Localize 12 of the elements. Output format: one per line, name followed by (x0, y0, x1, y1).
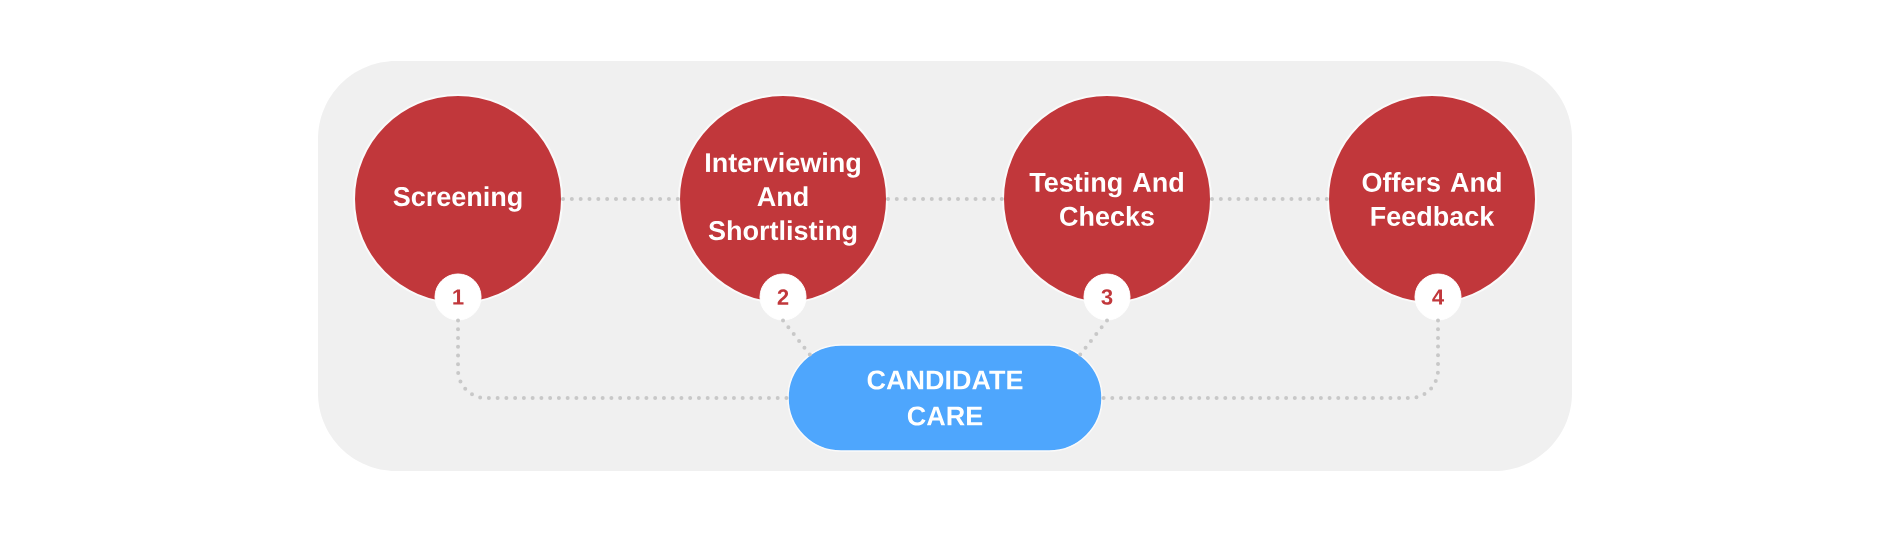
dotted-connector (456, 318, 790, 400)
dotted-connector (781, 318, 812, 357)
number-badge: 1 (434, 273, 482, 321)
number-badge: 4 (1414, 273, 1462, 321)
dotted-connector (886, 197, 1004, 201)
dotted-connector (1210, 197, 1329, 201)
dotted-connector (1078, 318, 1109, 357)
rounded-pill: CANDIDATE CARE (787, 344, 1103, 452)
dotted-connector (1100, 318, 1440, 400)
number-badge: 2 (759, 273, 807, 321)
dotted-connector (561, 197, 680, 201)
number-badge: 3 (1083, 273, 1131, 321)
